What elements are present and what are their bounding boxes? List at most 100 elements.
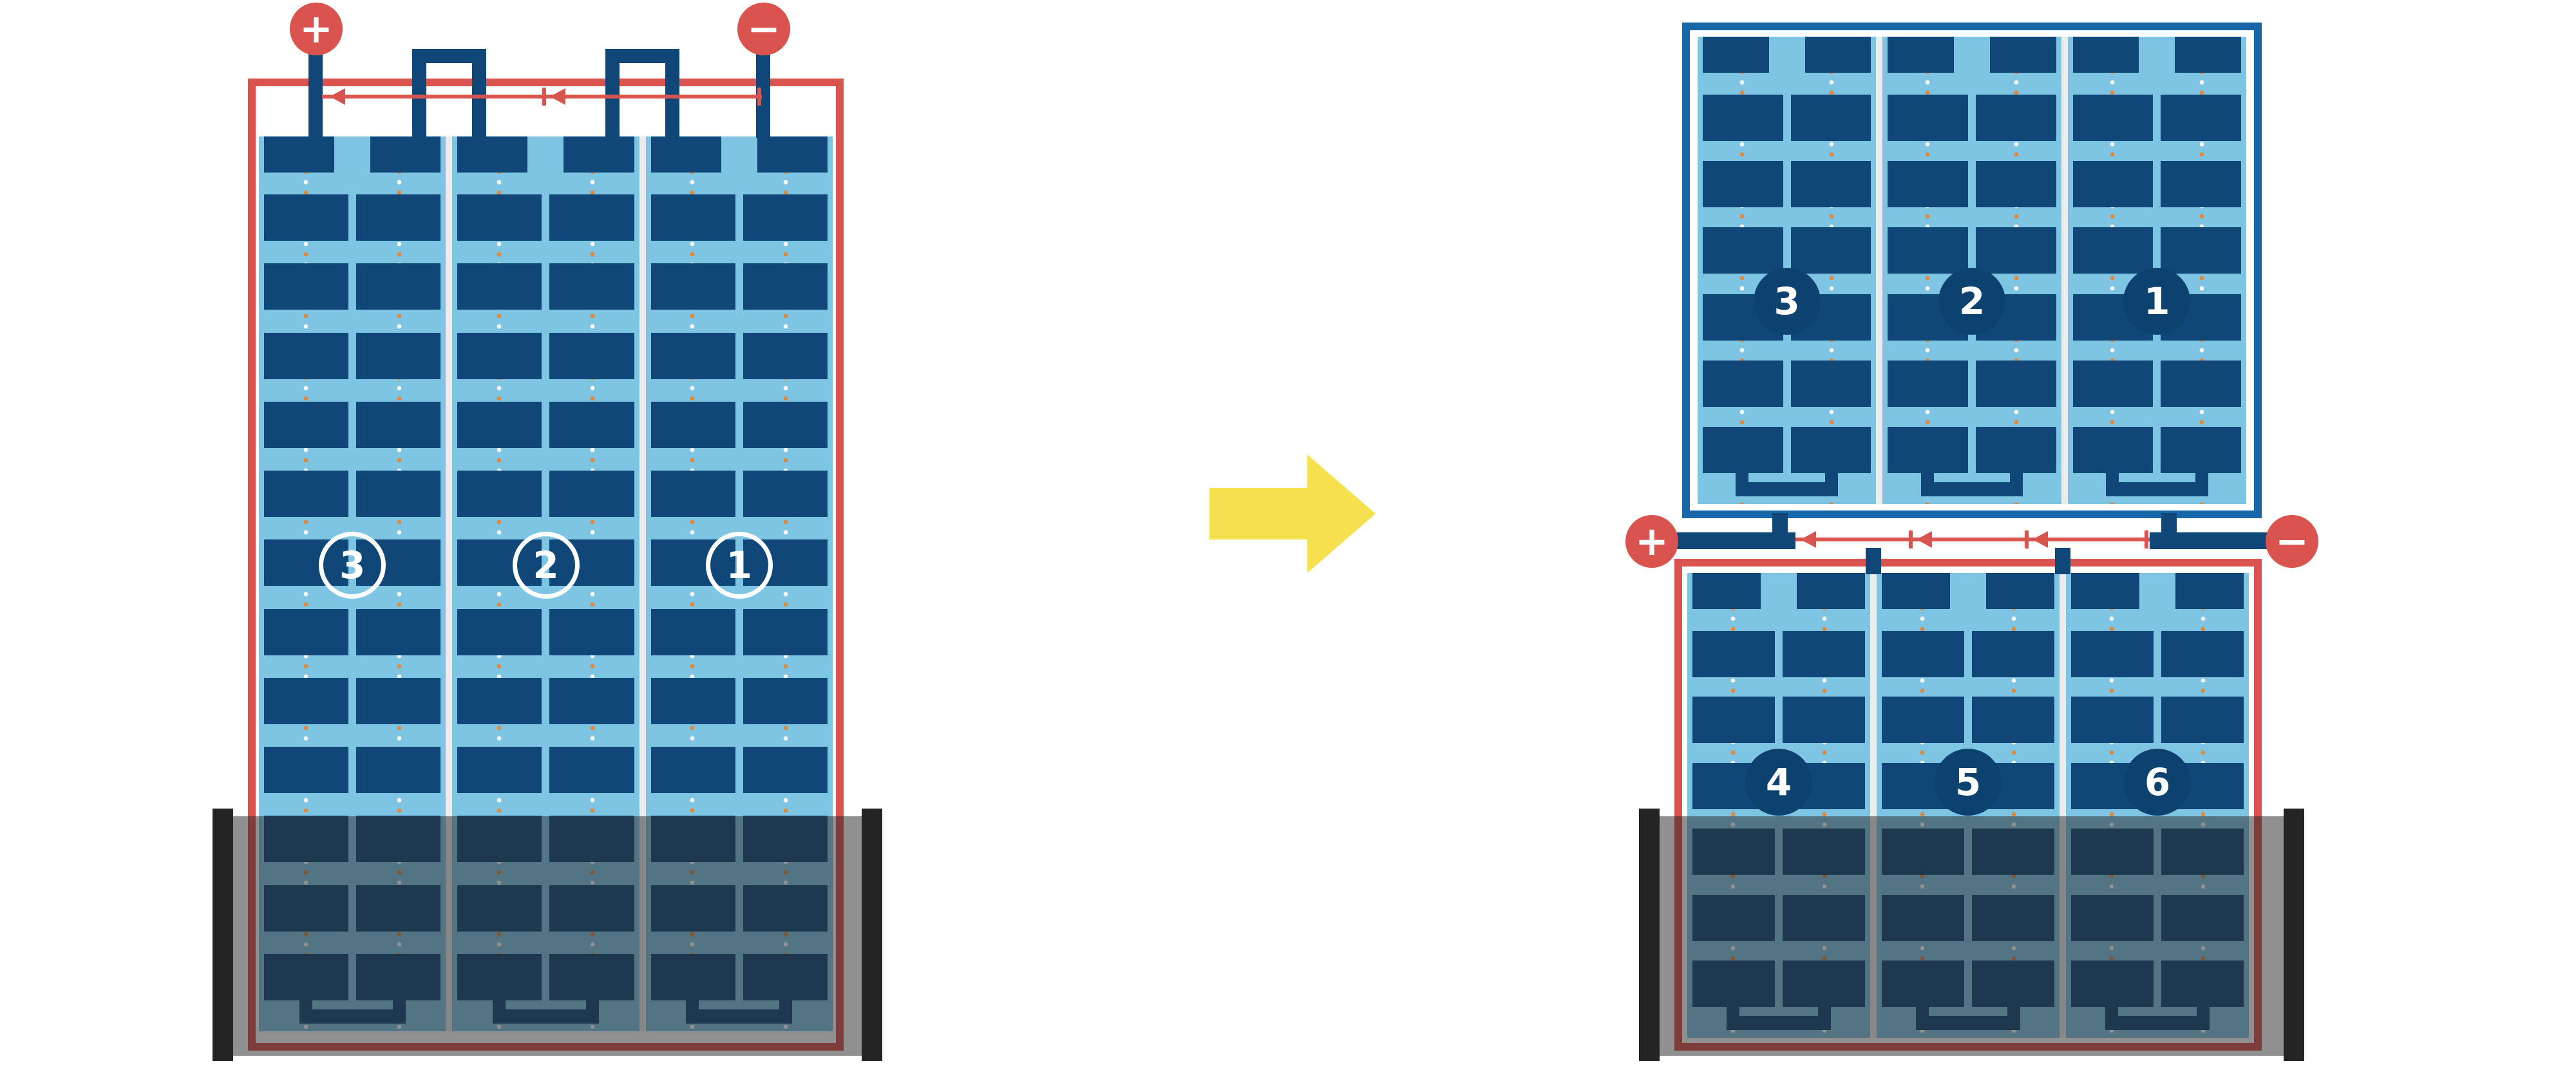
solar-cell bbox=[1790, 227, 1871, 274]
positive-terminal-lead bbox=[308, 52, 323, 138]
string-end-connector bbox=[2105, 482, 2208, 496]
solar-cell bbox=[1692, 697, 1775, 744]
solar-cell bbox=[356, 471, 441, 518]
transform-arrow-icon bbox=[1209, 454, 1376, 573]
mount-rail-end bbox=[862, 809, 882, 1061]
string-end-connector-leg bbox=[1736, 472, 1749, 483]
solar-cell bbox=[1692, 631, 1775, 677]
solar-cell bbox=[1972, 631, 2054, 677]
panel-number-label: 2 bbox=[512, 532, 580, 599]
panel-number-label: 3 bbox=[319, 532, 386, 599]
relocated-array-frame bbox=[1682, 23, 2262, 518]
solar-cell bbox=[2072, 427, 2154, 473]
solar-cell bbox=[2161, 360, 2241, 407]
solar-cell bbox=[457, 608, 542, 655]
solar-cell bbox=[457, 136, 528, 173]
solar-cell bbox=[1986, 573, 2054, 609]
solar-cell bbox=[650, 332, 735, 379]
wire-tick bbox=[1909, 530, 1913, 548]
solar-cell bbox=[2071, 631, 2154, 677]
solar-cell bbox=[1975, 360, 2056, 407]
solar-cell bbox=[264, 136, 335, 173]
solar-cell bbox=[356, 608, 441, 655]
string-end-connector-leg bbox=[2010, 472, 2023, 483]
solar-cell bbox=[743, 332, 828, 379]
current-arrow-icon bbox=[1801, 531, 1816, 548]
solar-cell bbox=[264, 332, 349, 379]
solar-cell bbox=[1703, 37, 1769, 73]
solar-cell bbox=[2071, 573, 2139, 609]
solar-cell bbox=[264, 747, 349, 794]
solar-cell bbox=[1703, 360, 1783, 407]
solar-cell bbox=[1888, 227, 1968, 274]
string-end-connector-leg bbox=[2195, 472, 2208, 483]
solar-cell bbox=[264, 677, 349, 724]
negative-terminal-lead bbox=[756, 52, 770, 138]
solar-cell bbox=[743, 194, 828, 241]
negative-bus-bar bbox=[2150, 532, 2268, 549]
solar-cell bbox=[743, 608, 828, 655]
bus-stub-down bbox=[1866, 548, 1881, 574]
solar-cell bbox=[650, 608, 735, 655]
solar-cell bbox=[743, 471, 828, 518]
solar-cell bbox=[1882, 573, 1950, 609]
solar-cell bbox=[1975, 427, 2056, 473]
solar-cell bbox=[2072, 95, 2154, 141]
solar-cell bbox=[743, 747, 828, 794]
solar-cell bbox=[356, 194, 441, 241]
solar-cell bbox=[1703, 427, 1783, 473]
solar-cell bbox=[356, 747, 441, 794]
current-arrow-icon bbox=[1917, 531, 1932, 548]
solar-cell bbox=[264, 263, 349, 310]
solar-cell bbox=[743, 263, 828, 310]
solar-cell bbox=[1975, 95, 2056, 141]
solar-cell bbox=[1703, 95, 1783, 141]
string-jumper-bar bbox=[412, 49, 486, 63]
negative-terminal: − bbox=[2266, 515, 2318, 568]
solar-cell bbox=[1882, 631, 1964, 677]
solar-cell bbox=[549, 332, 634, 379]
solar-cell bbox=[1790, 161, 1871, 208]
string-jumper-leg bbox=[412, 49, 426, 138]
string-jumper-bar bbox=[605, 49, 679, 63]
current-flow-wire bbox=[322, 95, 762, 98]
solar-cell bbox=[2161, 697, 2244, 744]
solar-cell bbox=[1783, 697, 1865, 744]
solar-cell bbox=[356, 263, 441, 310]
solar-cell bbox=[356, 677, 441, 724]
solar-cell bbox=[1790, 427, 1871, 473]
solar-cell bbox=[1797, 573, 1865, 609]
solar-cell bbox=[457, 263, 542, 310]
solar-cell bbox=[549, 401, 634, 448]
solar-cell bbox=[457, 332, 542, 379]
flood-water-overlay bbox=[213, 816, 882, 1056]
panel-column bbox=[2067, 37, 2246, 504]
bus-stub-up bbox=[1772, 513, 1788, 534]
solar-cell bbox=[1790, 95, 1871, 141]
bus-stub-down bbox=[2055, 548, 2070, 574]
bus-stub-up bbox=[2161, 513, 2177, 534]
solar-cell bbox=[356, 332, 441, 379]
solar-cell bbox=[2071, 697, 2154, 744]
flood-water-overlay bbox=[1639, 816, 2304, 1056]
mount-rail-end bbox=[213, 809, 233, 1061]
panel-number-label: 2 bbox=[1938, 268, 2005, 335]
wire-tick bbox=[757, 88, 761, 106]
string-jumper-leg bbox=[665, 49, 679, 138]
panel-number-label: 1 bbox=[2123, 268, 2191, 335]
wire-tick bbox=[2145, 530, 2148, 548]
string-end-connector bbox=[1920, 482, 2023, 496]
solar-cell bbox=[1888, 95, 1968, 141]
solar-cell bbox=[457, 471, 542, 518]
solar-cell bbox=[757, 136, 828, 173]
solar-cell bbox=[1882, 697, 1964, 744]
solar-cell bbox=[457, 401, 542, 448]
solar-cell bbox=[2072, 161, 2154, 208]
solar-cell bbox=[1975, 227, 2056, 274]
solar-cell bbox=[650, 471, 735, 518]
solar-cell bbox=[2161, 227, 2241, 274]
panel-number-label: 1 bbox=[705, 532, 773, 599]
current-arrow-icon bbox=[550, 88, 565, 105]
panel-number-label: 4 bbox=[1745, 749, 1812, 816]
